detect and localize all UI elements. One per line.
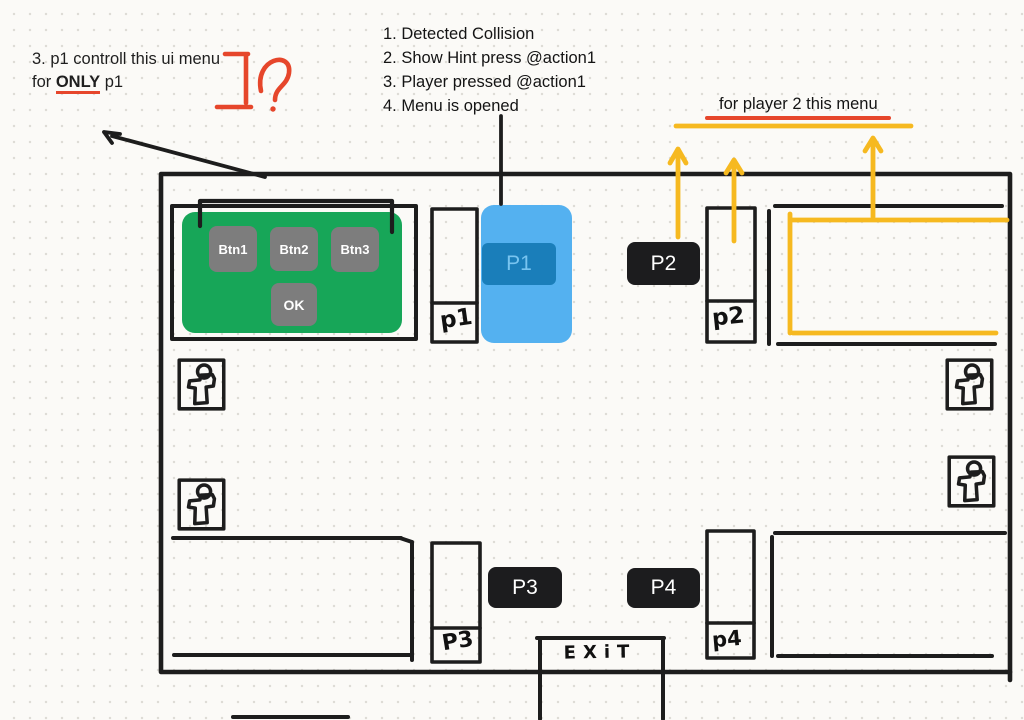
person-icon	[174, 358, 230, 418]
menu-ownership-note: 3. p1 controll this ui menu for ONLY p1	[32, 48, 220, 94]
red-bracket-mark	[214, 51, 254, 110]
player2-menu-highlight	[787, 211, 1010, 336]
top-right-room	[767, 204, 1004, 346]
person-marker-left-2	[174, 476, 230, 534]
step-1: 1. Detected Collision	[383, 25, 535, 43]
arrow-to-menu-note	[102, 130, 267, 179]
player3-badge: P3	[488, 567, 562, 608]
step-2: 2. Show Hint press @action1	[383, 49, 597, 67]
bottom-left-room	[171, 536, 414, 662]
player1-area: P1	[481, 205, 572, 343]
ok-button[interactable]: OK	[271, 283, 317, 326]
player2-menu-note: for player 2 this menu	[719, 95, 878, 113]
spawn-label-p2: p2	[710, 302, 746, 332]
btn3-button[interactable]: Btn3	[331, 227, 379, 272]
ui-menu-panel: Btn1 Btn2 Btn3 OK	[182, 212, 402, 333]
only-emphasis: ONLY	[55, 73, 101, 94]
question-mark-dot	[270, 106, 276, 112]
btn2-button[interactable]: Btn2	[270, 227, 318, 271]
yellow-arrow-2	[723, 157, 745, 244]
player4-badge: P4	[627, 568, 700, 608]
step-3: 3. Player pressed @action1	[383, 73, 586, 91]
spawn-label-p1: p1	[438, 303, 475, 335]
yellow-arrow-3	[862, 135, 884, 220]
question-mark	[257, 57, 292, 103]
person-icon	[944, 455, 1000, 515]
interaction-steps-list: 1. Detected Collision 2. Show Hint press…	[383, 22, 596, 118]
person-marker-left-1	[174, 356, 230, 414]
btn1-button[interactable]: Btn1	[209, 226, 257, 272]
menu-note-line1: 3. p1 controll this ui menu	[32, 50, 221, 68]
person-marker-right-2	[944, 453, 1000, 511]
spawn-label-p3: P3	[440, 626, 476, 657]
person-marker-right-1	[942, 356, 998, 414]
player1-badge: P1	[482, 243, 556, 285]
menu-note-line2: for ONLY p1	[32, 71, 220, 94]
exit-label: EXiT	[563, 641, 637, 664]
spawn-label-p4: p4	[711, 625, 743, 653]
player2-badge: P2	[627, 242, 700, 285]
yellow-arrow-1	[667, 146, 689, 240]
bottom-right-room	[770, 531, 1007, 658]
person-icon	[174, 478, 230, 538]
person-icon	[942, 358, 998, 418]
step-4: 4. Menu is opened	[383, 97, 519, 115]
